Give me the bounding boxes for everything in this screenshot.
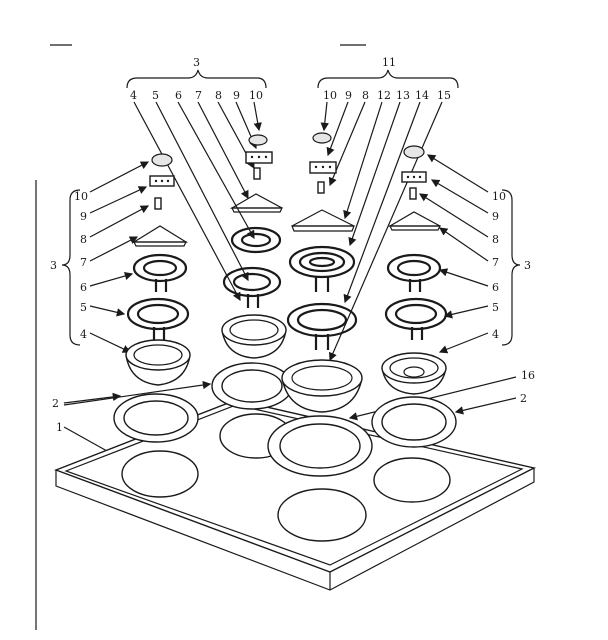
label-right-5: 5 bbox=[492, 301, 499, 314]
receptacle-pin-large bbox=[317, 181, 325, 194]
label-left-10: 10 bbox=[74, 190, 88, 203]
label-tl-7: 7 bbox=[195, 89, 202, 102]
bracket-left bbox=[61, 189, 81, 346]
label-right-10: 10 bbox=[492, 190, 506, 203]
support-bracket-large bbox=[291, 209, 355, 232]
label-group-right: 3 bbox=[524, 259, 531, 272]
drip-pan-center bbox=[221, 314, 287, 359]
trim-ring-right bbox=[371, 396, 457, 448]
receptacle-pin-left bbox=[154, 197, 162, 210]
coil-left-5 bbox=[126, 297, 190, 340]
trim-ring-left bbox=[113, 393, 199, 443]
label-tr-14: 14 bbox=[415, 89, 429, 102]
label-right-8: 8 bbox=[492, 233, 499, 246]
trim-ring-large bbox=[267, 415, 373, 477]
coil-right-6 bbox=[386, 253, 442, 292]
support-bracket-left bbox=[131, 225, 189, 247]
label-trim-ring-right: 2 bbox=[520, 392, 527, 405]
coil-large-13 bbox=[286, 302, 358, 350]
label-group-top-right: 11 bbox=[382, 56, 396, 69]
coil-center-small bbox=[230, 226, 282, 254]
cap-large bbox=[312, 132, 332, 144]
label-tl-8: 8 bbox=[215, 89, 222, 102]
trim-ring-back bbox=[211, 362, 293, 410]
bracket-right bbox=[501, 189, 521, 346]
drip-pan-right bbox=[381, 352, 447, 395]
terminal-block-center bbox=[245, 151, 273, 164]
label-left-7: 7 bbox=[80, 256, 87, 269]
coil-right-5 bbox=[384, 297, 448, 340]
label-tr-13: 13 bbox=[396, 89, 410, 102]
leader-lines bbox=[63, 101, 517, 457]
support-bracket-right bbox=[387, 211, 441, 231]
terminal-block-left bbox=[149, 175, 175, 187]
label-left-6: 6 bbox=[80, 281, 87, 294]
label-tr-8: 8 bbox=[362, 89, 369, 102]
support-bracket-center bbox=[229, 193, 283, 213]
cap-left bbox=[151, 153, 173, 167]
drip-pan-left bbox=[125, 339, 191, 386]
label-right-6: 6 bbox=[492, 281, 499, 294]
bracket-top-right bbox=[317, 69, 459, 89]
label-left-5: 5 bbox=[80, 301, 87, 314]
label-tl-6: 6 bbox=[175, 89, 182, 102]
coil-center-medium bbox=[222, 266, 282, 308]
drip-pan-large bbox=[281, 359, 363, 413]
label-tl-4: 4 bbox=[130, 89, 137, 102]
label-group-top-left: 3 bbox=[193, 56, 200, 69]
coil-large-12 bbox=[288, 245, 356, 292]
cap-right bbox=[403, 145, 425, 159]
label-right-9: 9 bbox=[492, 210, 499, 223]
label-right-4: 4 bbox=[492, 328, 499, 341]
label-tr-10: 10 bbox=[323, 89, 337, 102]
label-tl-5: 5 bbox=[152, 89, 159, 102]
label-tr-9: 9 bbox=[345, 89, 352, 102]
label-left-4: 4 bbox=[80, 328, 87, 341]
label-tr-15: 15 bbox=[437, 89, 451, 102]
label-trim-ring-left: 2 bbox=[52, 397, 59, 410]
terminal-block-right bbox=[401, 171, 427, 183]
label-large-pan: 16 bbox=[521, 369, 535, 382]
label-tl-9: 9 bbox=[233, 89, 240, 102]
label-tl-10: 10 bbox=[249, 89, 263, 102]
label-group-left: 3 bbox=[50, 259, 57, 272]
receptacle-pin-center bbox=[253, 167, 261, 180]
label-cooktop: 1 bbox=[56, 421, 63, 434]
cap-center bbox=[248, 134, 268, 146]
label-tr-12: 12 bbox=[377, 89, 391, 102]
label-right-7: 7 bbox=[492, 256, 499, 269]
coil-left-6 bbox=[132, 253, 188, 292]
terminal-block-large bbox=[309, 161, 337, 174]
receptacle-pin-right bbox=[409, 187, 417, 200]
bracket-top-left bbox=[126, 69, 267, 89]
label-left-8: 8 bbox=[80, 233, 87, 246]
label-left-9: 9 bbox=[80, 210, 87, 223]
